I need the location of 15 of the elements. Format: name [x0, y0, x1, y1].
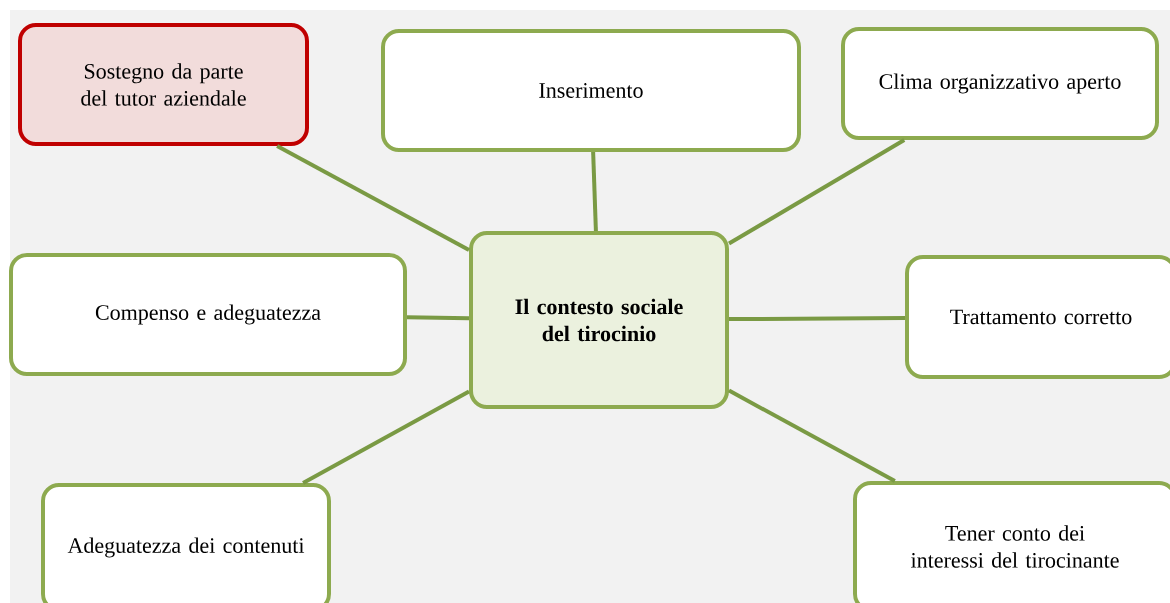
connector-line	[276, 144, 470, 252]
topic-box: Compenso e adeguatezza	[9, 253, 407, 376]
connector-line	[591, 151, 598, 232]
central-box: Il contesto sociale del tirocinio	[469, 231, 729, 409]
connector-line	[728, 388, 896, 483]
topic-box: Adeguatezza dei contenuti	[41, 483, 331, 603]
connector-line	[729, 315, 906, 322]
connector-line	[728, 138, 906, 246]
connector-line	[407, 315, 470, 321]
topic-box: Sostegno da parte del tutor aziendale	[18, 23, 309, 146]
topic-box: Inserimento	[381, 29, 801, 152]
topic-box: Trattamento corretto	[905, 255, 1170, 379]
connector-line	[302, 389, 470, 485]
topic-box: Clima organizzativo aperto	[841, 27, 1159, 140]
topic-box: Tener conto dei interessi del tirocinante	[853, 481, 1170, 603]
